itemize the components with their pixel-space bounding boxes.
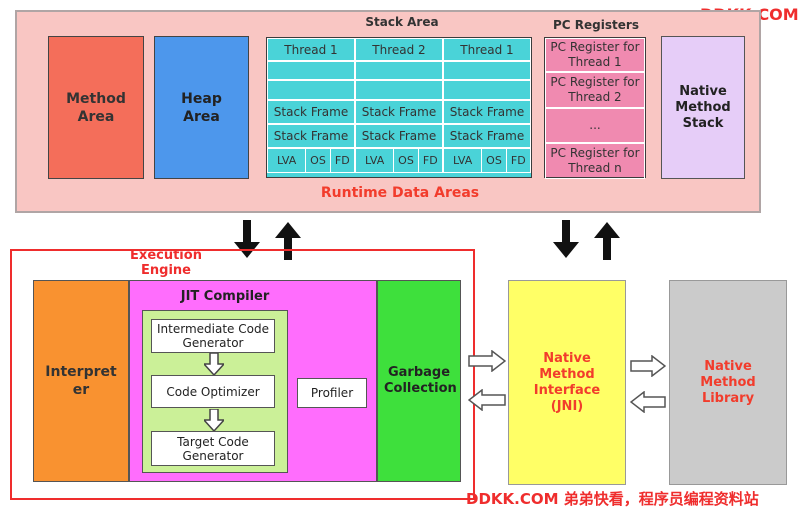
native-method-interface-label: Native Method Interface (JNI): [533, 350, 601, 414]
arrow-down-icon: [204, 409, 224, 431]
fd-cell: FD: [510, 154, 526, 167]
fd-cell: FD: [334, 154, 350, 167]
code-optimizer: Code Optimizer: [151, 375, 275, 408]
arrow-right-icon: [630, 355, 666, 377]
lva-cell: LVA: [356, 149, 395, 172]
heap-area-label: Heap Area: [181, 90, 222, 125]
empty-cell: [355, 61, 443, 80]
execution-engine-label: Execution Engine: [130, 248, 202, 278]
pc-registers-title: PC Registers: [553, 18, 639, 32]
arrow-down-icon: [204, 353, 224, 375]
empty-cell: [443, 80, 531, 100]
stack-frame: Stack Frame: [355, 124, 443, 148]
native-method-library-label: Native Method Library: [700, 358, 756, 406]
intermediate-code-generator: Intermediate Code Generator: [151, 319, 275, 353]
empty-cell: [267, 61, 355, 80]
stack-frame: Stack Frame: [443, 124, 531, 148]
pc-register-ellipsis: ...: [545, 108, 645, 143]
frame-parts: LVA OS FD: [355, 148, 443, 173]
watermark-bottom: DDKK.COM 弟弟快看，程序员编程资料站: [466, 489, 759, 508]
empty-cell: [355, 80, 443, 100]
native-method-interface: Native Method Interface (JNI): [508, 280, 626, 485]
native-method-stack: Native Method Stack: [661, 36, 745, 179]
frame-parts: LVA OS FD: [267, 148, 355, 173]
heap-area: Heap Area: [154, 36, 249, 179]
pc-register-thread-2: PC Register for Thread 2: [545, 72, 645, 108]
stack-frame: Stack Frame: [355, 100, 443, 124]
stack-frame: Stack Frame: [267, 124, 355, 148]
thread-header-1: Thread 1: [267, 38, 355, 61]
interpreter: Interpreter: [33, 280, 129, 482]
pc-register-thread-n: PC Register for Thread n: [545, 143, 645, 179]
arrow-left-icon: [630, 391, 666, 413]
execution-engine: [10, 249, 475, 500]
method-area-label: Method Area: [66, 90, 126, 125]
arrow-down-icon: [234, 220, 260, 258]
lva-cell: LVA: [444, 149, 483, 172]
garbage-collection: Garbage Collection: [377, 280, 461, 482]
lva-cell: LVA: [268, 149, 307, 172]
os-cell: OS: [394, 149, 419, 172]
jit-compiler-title: JIT Compiler: [180, 288, 270, 304]
profiler: Profiler: [297, 378, 367, 408]
native-method-stack-label: Native Method Stack: [675, 83, 731, 131]
arrow-left-icon: [468, 389, 506, 411]
pc-registers: PC Register for Thread 1 PC Register for…: [544, 37, 646, 179]
pc-register-thread-1: PC Register for Thread 1: [545, 38, 645, 72]
fd-cell: FD: [422, 154, 438, 167]
arrow-down-icon: [553, 220, 579, 258]
target-code-generator: Target Code Generator: [151, 431, 275, 466]
thread-header-2: Thread 2: [355, 38, 443, 61]
arrow-up-icon: [594, 222, 620, 260]
runtime-data-areas-label: Runtime Data Areas: [320, 185, 480, 201]
interpreter-label: Interpreter: [45, 364, 117, 398]
os-cell: OS: [306, 149, 331, 172]
stack-area-title: Stack Area: [365, 15, 439, 29]
empty-cell: [267, 80, 355, 100]
thread-header-3: Thread 1: [443, 38, 531, 61]
arrow-up-icon: [275, 222, 301, 260]
stack-frame: Stack Frame: [443, 100, 531, 124]
arrow-right-icon: [468, 350, 506, 372]
frame-parts: LVA OS FD: [443, 148, 531, 173]
native-method-library: Native Method Library: [669, 280, 787, 485]
stack-area-grid: Thread 1 Thread 2 Thread 1 Stack Frame S…: [266, 37, 532, 178]
empty-cell: [443, 61, 531, 80]
method-area: Method Area: [48, 36, 144, 179]
stack-frame: Stack Frame: [267, 100, 355, 124]
garbage-collection-label: Garbage Collection: [384, 365, 457, 396]
os-cell: OS: [482, 149, 507, 172]
